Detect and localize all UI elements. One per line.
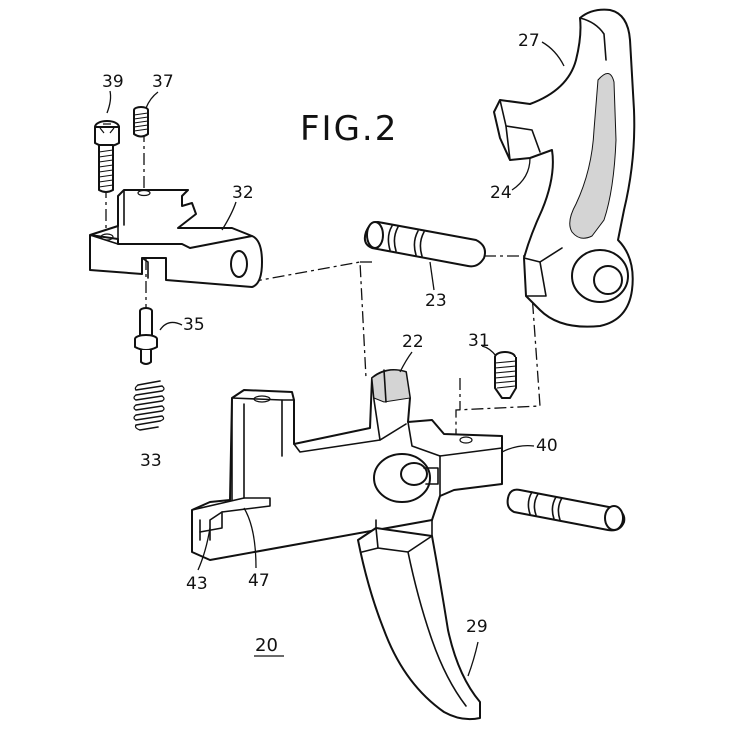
set-screw-31 [495,352,516,398]
leader-32 [222,202,236,230]
pin-23 [365,222,485,266]
ref-label-39: 39 [102,72,124,92]
trigger-29 [358,520,480,719]
spring-33 [134,381,164,430]
block-32 [90,190,262,287]
ref-label-43: 43 [186,574,208,594]
leader-40 [502,446,534,452]
set-screw-37 [134,107,148,137]
plunger-35 [135,308,157,364]
ref-label-35: 35 [183,315,205,335]
assembly-label: 20 [255,635,278,656]
leader-27 [542,42,564,66]
leader-37 [146,92,158,108]
ref-label-40: 40 [536,436,558,456]
ref-label-33: 33 [140,451,162,471]
leader-24 [512,158,530,190]
leader-23 [430,262,434,290]
ref-label-27: 27 [518,31,540,51]
ref-label-23: 23 [425,291,447,311]
assembly-axes [106,130,540,440]
leader-35 [160,322,182,330]
cap-screw-39 [95,121,119,192]
figure-title: FIG.2 [300,109,398,149]
ref-label-37: 37 [152,72,174,92]
ref-label-32: 32 [232,183,254,203]
hammer-27 [494,10,634,327]
leader-39 [107,91,111,113]
pin-lower [508,490,625,531]
ref-label-29: 29 [466,617,488,637]
leader-22 [400,352,412,372]
ref-label-22: 22 [402,332,424,352]
leader-29 [468,642,478,676]
ref-label-24: 24 [490,183,512,203]
housing-40 [192,370,502,560]
ref-label-47: 47 [248,571,270,591]
